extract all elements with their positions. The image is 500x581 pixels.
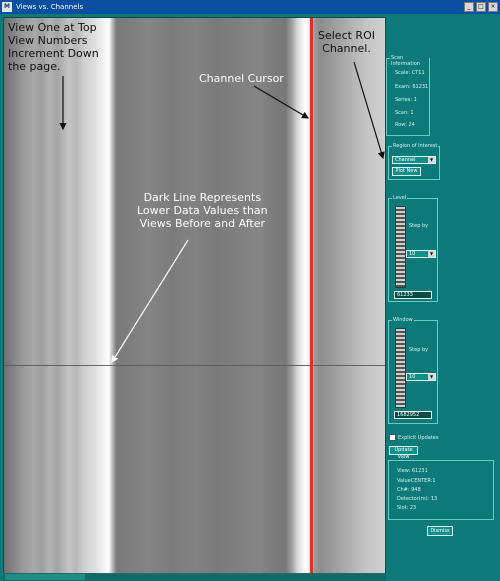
- plot-new-button[interactable]: Plot New: [392, 167, 421, 176]
- chevron-down-icon[interactable]: ▼: [428, 251, 435, 257]
- window-group: Window Step by 10 ▼ 1682952: [388, 317, 438, 424]
- arrow-to-dark-line-icon: [111, 239, 189, 364]
- window-step-label: Step by: [409, 347, 429, 353]
- annotation-arrows: [59, 61, 385, 364]
- level-step-value: 10: [409, 251, 416, 257]
- title-bar: M Views vs. Channels _ □ ×: [0, 0, 500, 14]
- annotation-channel-cursor: Channel Cursor: [199, 72, 284, 85]
- scan-info-line: Exam: 61231: [395, 84, 429, 90]
- level-group: Level Step by 10 ▼ 61233: [388, 195, 438, 302]
- explicit-updates-checkbox[interactable]: [389, 434, 396, 441]
- scan-info-line: Scale: CT11: [395, 70, 425, 76]
- window-value-field[interactable]: 1682952: [394, 411, 432, 419]
- roi-title: Region of Interest: [392, 143, 439, 149]
- dark-line: [4, 365, 385, 366]
- annotation-view-order: View One at Top View Numbers Increment D…: [8, 21, 99, 73]
- channel-cursor-line[interactable]: [310, 18, 313, 573]
- minimize-icon[interactable]: _: [464, 2, 474, 12]
- roi-selected-value: Channel: [395, 157, 416, 163]
- annotation-select-roi: Select ROI Channel.: [318, 29, 375, 55]
- level-value-field[interactable]: 61233: [394, 291, 432, 299]
- maximize-icon[interactable]: □: [476, 2, 486, 12]
- annotation-dark-line: Dark Line Represents Lower Data Values t…: [137, 191, 268, 230]
- window-step-value: 10: [409, 374, 416, 380]
- cursor-info-line: View: 61231: [397, 468, 428, 474]
- cursor-info-line: Detector(m): 13: [397, 496, 438, 502]
- scrollbar-thumb[interactable]: [5, 574, 85, 580]
- window-slider[interactable]: [395, 328, 406, 408]
- roi-select[interactable]: Channel ▼: [392, 156, 436, 164]
- cursor-info-line: Ch#: 948: [397, 487, 421, 493]
- scan-information-group: Scan Information Scale: CT11 Exam: 61231…: [386, 55, 430, 136]
- horizontal-scrollbar[interactable]: [3, 573, 386, 581]
- level-step-label: Step by: [409, 223, 429, 229]
- level-title: Level: [392, 195, 408, 201]
- window-step-select[interactable]: 10 ▼: [406, 373, 436, 381]
- arrow-to-cursor-icon: [253, 85, 310, 119]
- views-vs-channels-image[interactable]: View One at Top View Numbers Increment D…: [3, 17, 386, 574]
- scan-info-title: Scan Information: [390, 55, 429, 67]
- scan-info-line: Series: 1: [395, 97, 417, 103]
- app-icon: M: [2, 2, 12, 12]
- update-view-button[interactable]: Update View: [389, 446, 418, 460]
- window-title-label: Window: [392, 317, 414, 323]
- level-slider[interactable]: [395, 206, 406, 288]
- cursor-info-line: Slot: 23: [397, 505, 417, 511]
- roi-group: Region of Interest Channel ▼ Plot New: [388, 143, 440, 180]
- dismiss-button[interactable]: Dismiss: [427, 526, 453, 536]
- cursor-info-line: ValueCENTER:1: [397, 478, 436, 484]
- chevron-down-icon[interactable]: ▼: [428, 157, 435, 163]
- level-step-select[interactable]: 10 ▼: [406, 250, 436, 258]
- scan-info-line: Scan: 1: [395, 110, 414, 116]
- arrow-to-roi-icon: [353, 61, 385, 160]
- scan-info-line: Row: 24: [395, 122, 415, 128]
- window-title: Views vs. Channels: [16, 3, 84, 11]
- explicit-updates-label: Explicit Updates: [398, 435, 439, 441]
- close-icon[interactable]: ×: [488, 2, 498, 12]
- cursor-info-group: View: 61231 ValueCENTER:1 Ch#: 948 Detec…: [388, 460, 494, 520]
- chevron-down-icon[interactable]: ▼: [428, 374, 435, 380]
